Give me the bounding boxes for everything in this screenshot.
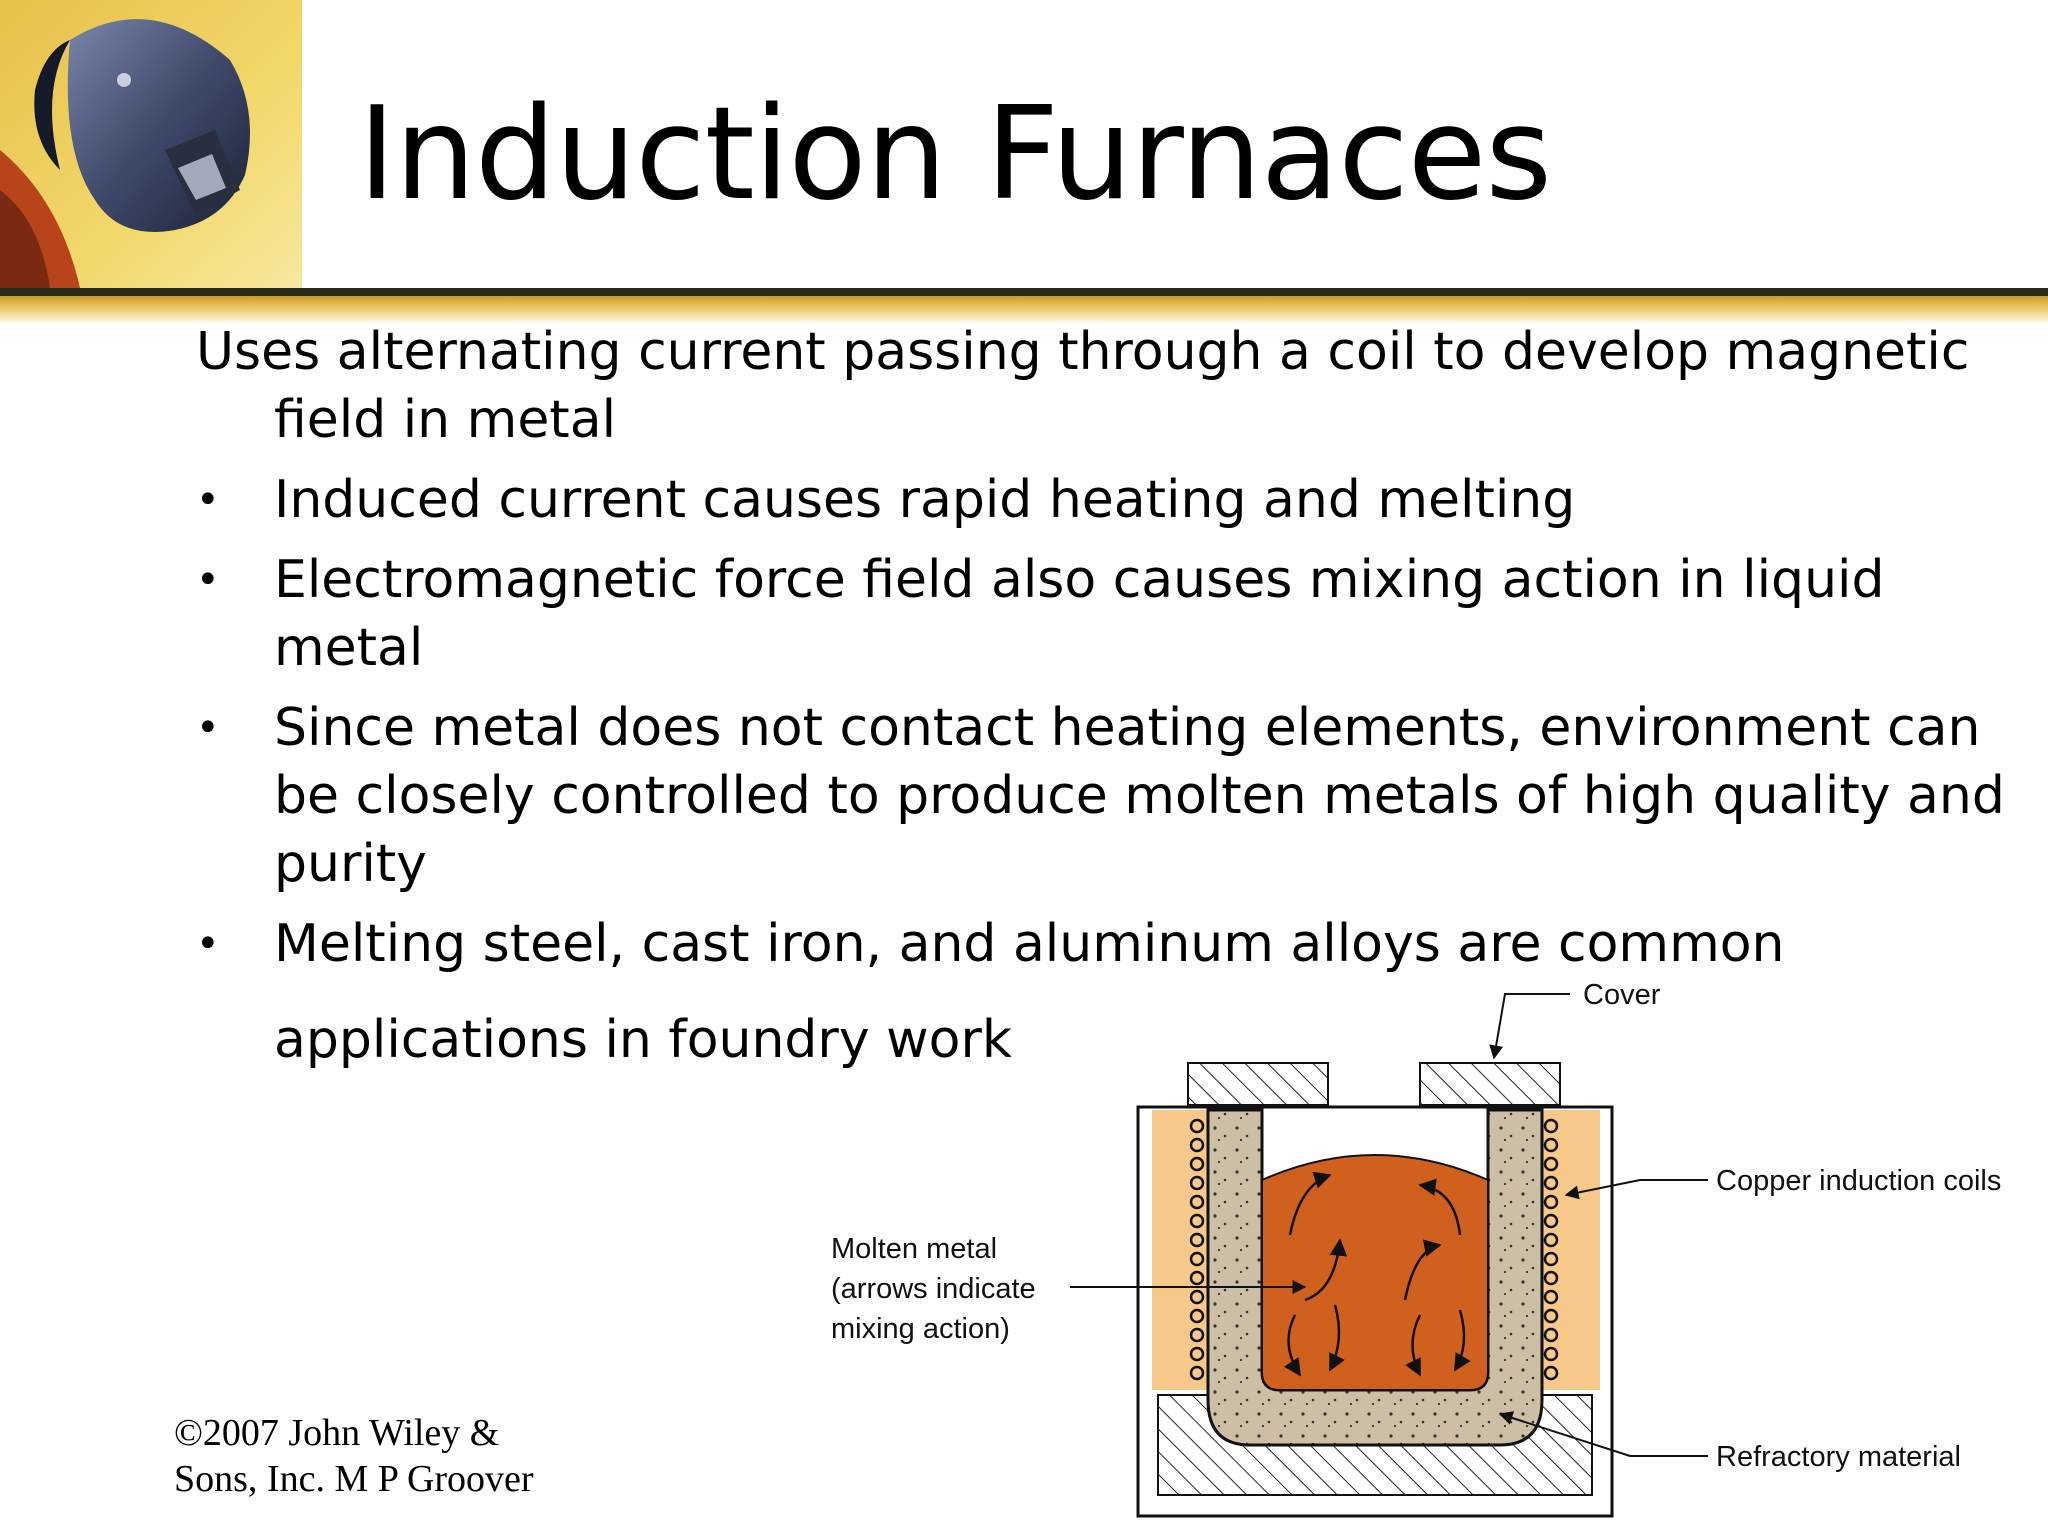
bullet-icon: • xyxy=(196,557,220,603)
intro-paragraph: Uses alternating current passing through… xyxy=(196,322,1970,450)
copyright-notice: ©2007 John Wiley & Sons, Inc. M P Groove… xyxy=(174,1412,534,1500)
coil-space-left xyxy=(1152,1110,1208,1390)
induction-furnace-diagram: Cover Copper induction coils Molten meta… xyxy=(831,979,2001,1518)
bullet-item: • Electromagnetic force field also cause… xyxy=(196,546,2026,682)
header-rule xyxy=(0,288,2048,296)
coils-right xyxy=(1543,1118,1559,1381)
welder-helmet-image xyxy=(0,0,302,288)
label-molten-line1: Molten metal xyxy=(831,1233,997,1265)
label-refractory: Refractory material xyxy=(1716,1441,1961,1473)
coils-left xyxy=(1189,1118,1205,1381)
cover-right xyxy=(1419,1062,1561,1106)
coils-leader xyxy=(1564,1179,1708,1200)
label-molten-line2: (arrows indicate xyxy=(831,1273,1036,1305)
bullet-text: Induced current causes rapid heating and… xyxy=(274,470,1576,530)
slide-body: Uses alternating current passing through… xyxy=(196,318,2026,1086)
bullet-icon: • xyxy=(196,921,220,967)
mixing-arrows xyxy=(1283,1171,1471,1377)
bullet-item: • Since metal does not contact heating e… xyxy=(196,694,2026,898)
bullet-text: Melting steel, cast iron, and aluminum a… xyxy=(274,914,1785,974)
cover-leader xyxy=(1489,993,1570,1060)
slide-title: Induction Furnaces xyxy=(358,80,1552,229)
refractory-leader xyxy=(1498,1411,1708,1457)
coil-space-right xyxy=(1542,1110,1600,1390)
bullet-text-continued: applications in foundry work xyxy=(274,1010,1012,1070)
label-cover: Cover xyxy=(1583,979,1661,1011)
slide-header xyxy=(0,0,2048,290)
molten-metal xyxy=(1261,1154,1489,1391)
bullet-item: • Induced current causes rapid heating a… xyxy=(196,466,2026,534)
bullet-text: Electromagnetic force field also causes … xyxy=(274,550,1885,678)
bullet-icon: • xyxy=(196,705,220,751)
label-molten-line3: mixing action) xyxy=(831,1313,1010,1345)
bullet-list: • Induced current causes rapid heating a… xyxy=(196,466,2026,1074)
bullet-text: Since metal does not contact heating ele… xyxy=(274,698,2005,894)
cover-left xyxy=(1187,1062,1329,1106)
label-copper-coils: Copper induction coils xyxy=(1716,1165,2001,1197)
bullet-icon: • xyxy=(196,477,220,523)
bullet-item: • Melting steel, cast iron, and aluminum… xyxy=(196,910,2026,1074)
header-gold-band xyxy=(0,296,2048,324)
